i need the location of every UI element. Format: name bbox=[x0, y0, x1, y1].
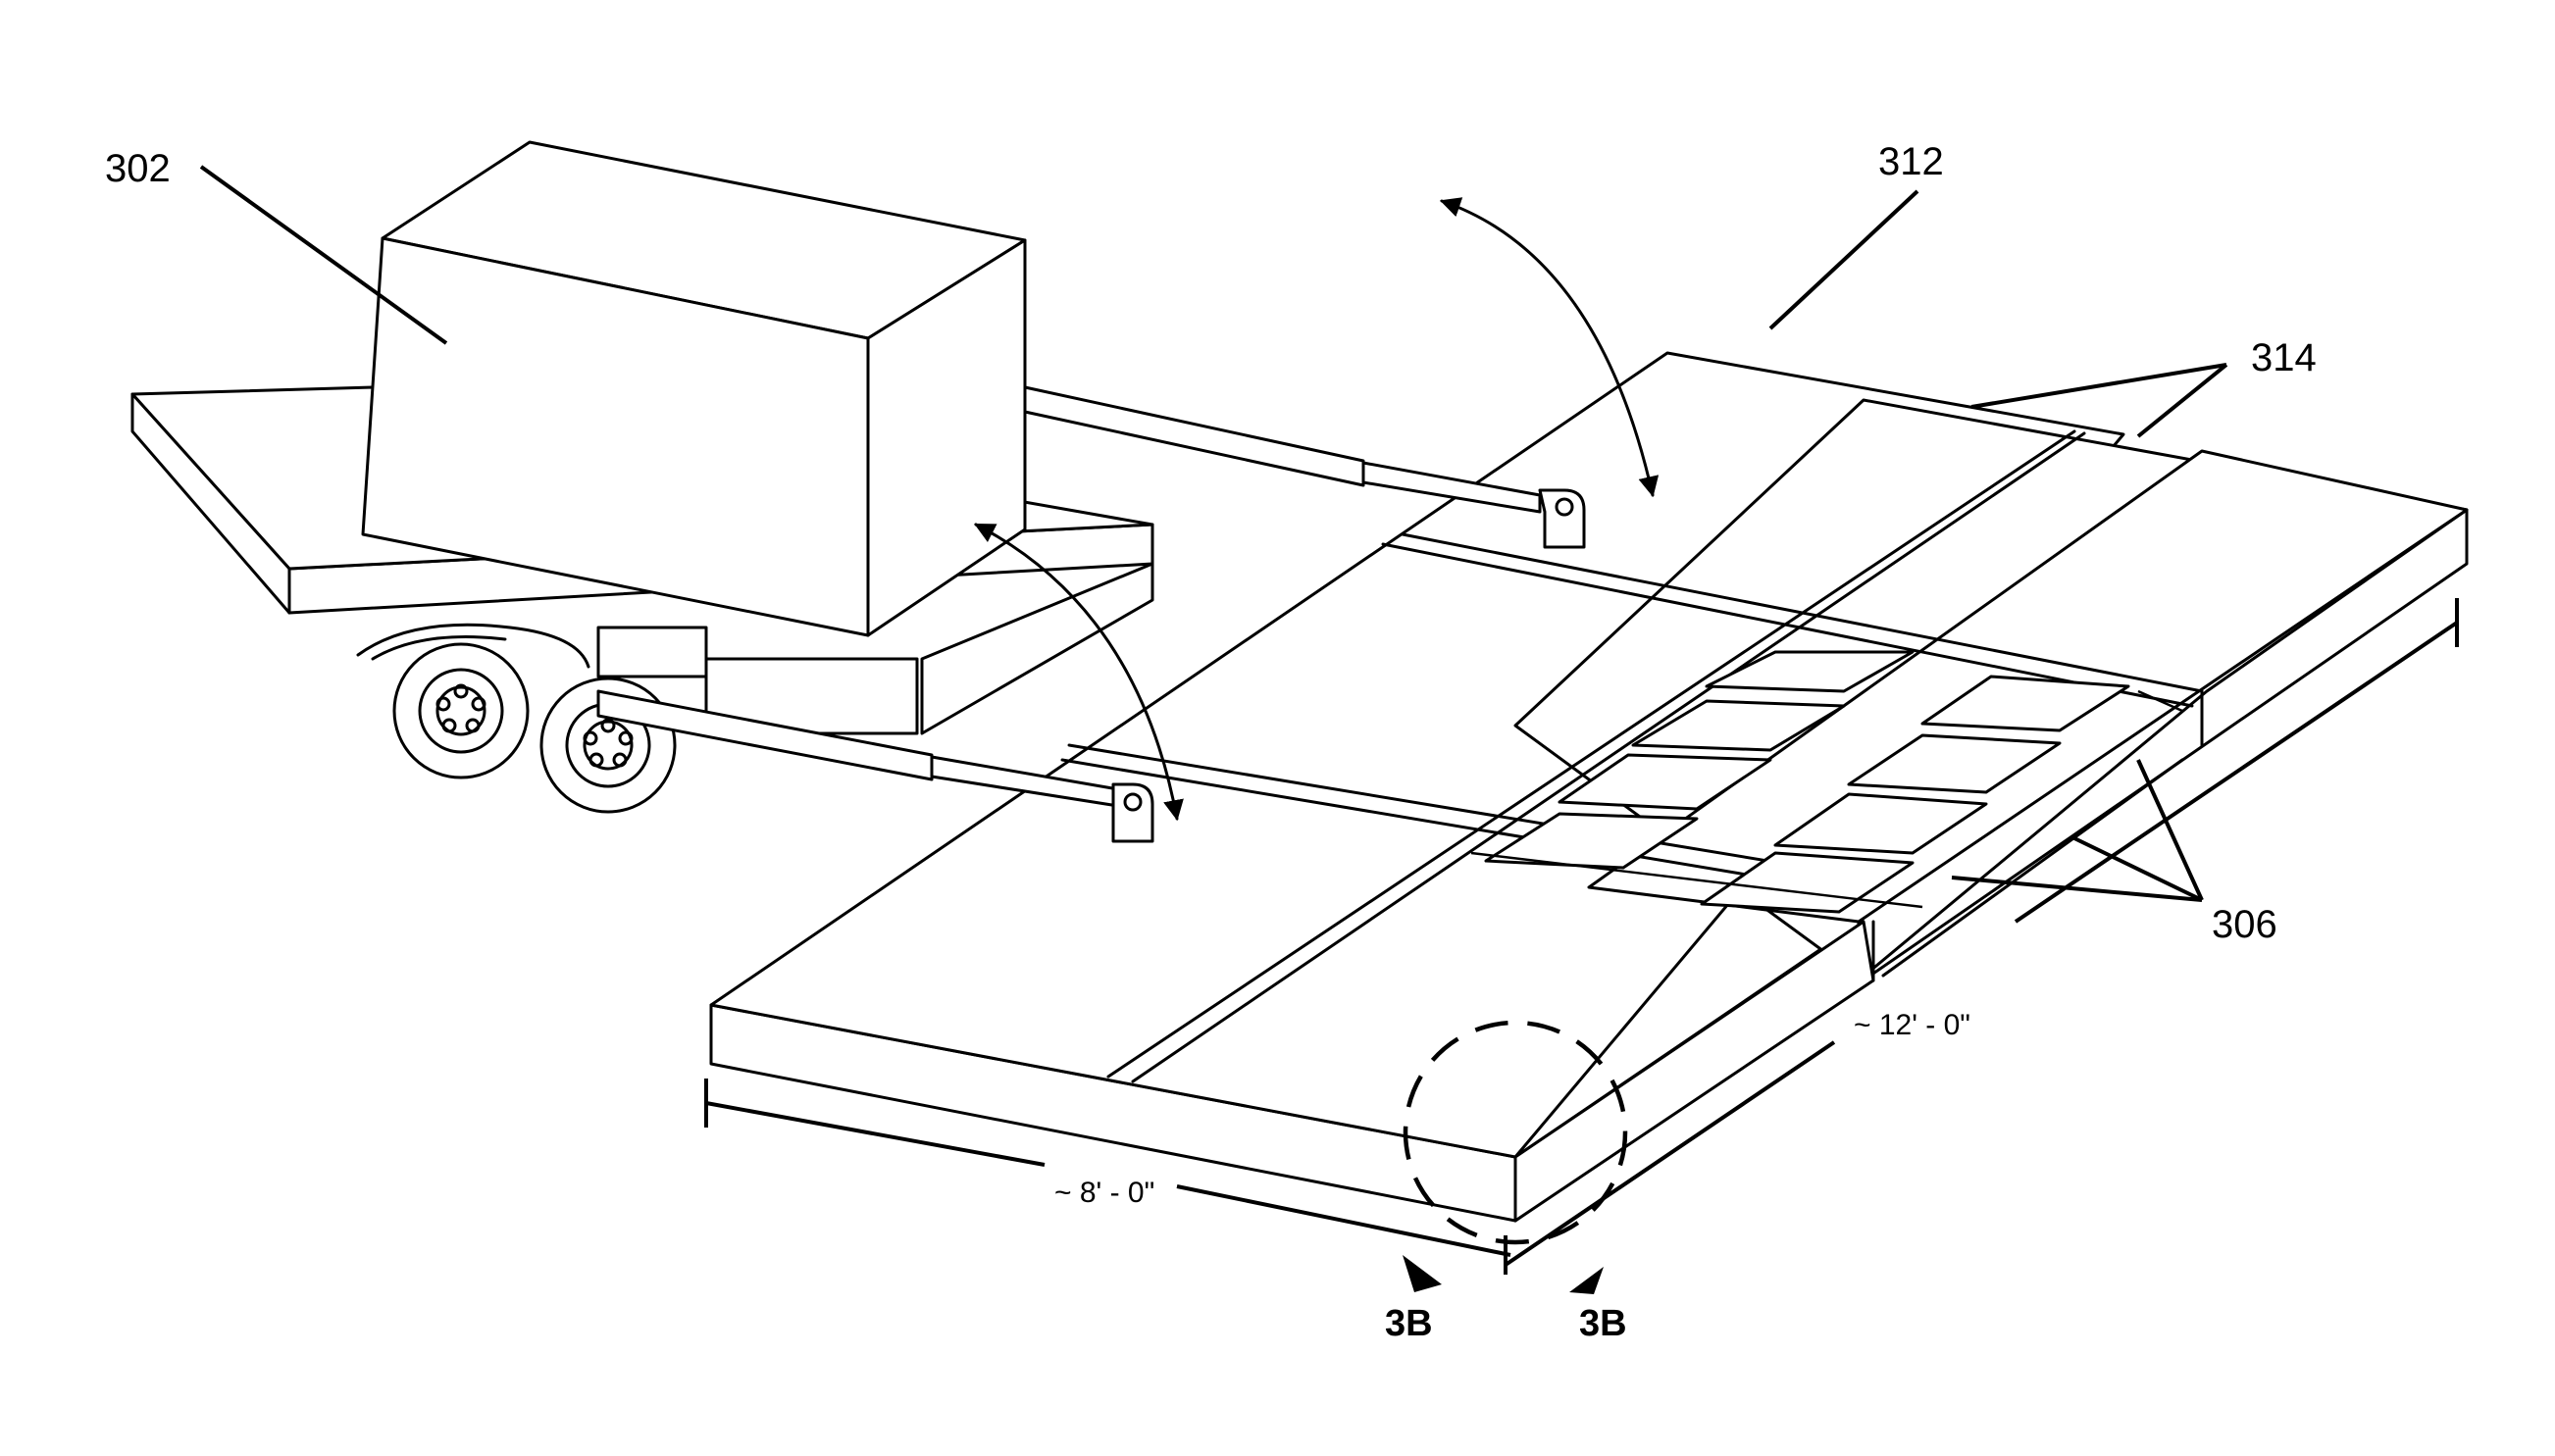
dimension-width: ~ 8' - 0" bbox=[1054, 1177, 1154, 1209]
section-label-left: 3B bbox=[1385, 1303, 1433, 1344]
section-label-right: 3B bbox=[1579, 1303, 1627, 1344]
label-302: 302 bbox=[105, 147, 171, 190]
label-306: 306 bbox=[2212, 903, 2277, 946]
dimension-length: ~ 12' - 0" bbox=[1854, 1009, 1970, 1041]
label-312: 312 bbox=[1878, 140, 1944, 183]
wheel-left bbox=[394, 644, 528, 778]
label-314: 314 bbox=[2251, 336, 2317, 379]
